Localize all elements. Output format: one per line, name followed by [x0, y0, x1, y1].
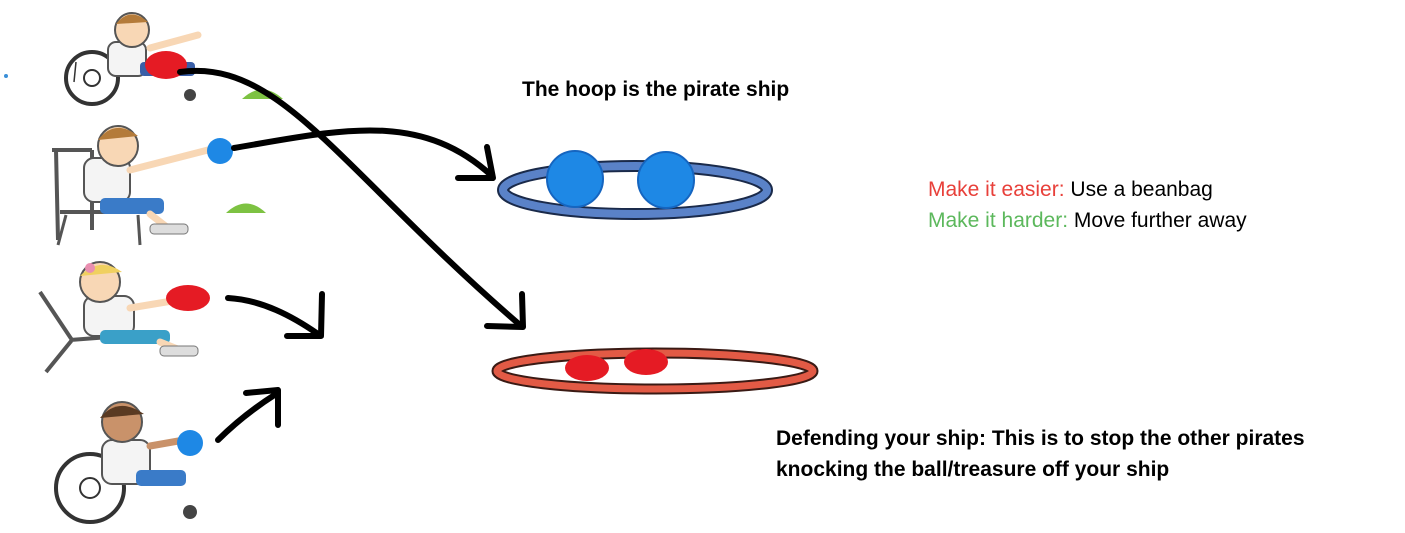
defending-description: Defending your ship: This is to stop the… — [776, 427, 1305, 481]
red-ball — [166, 285, 210, 311]
blue-ball — [207, 138, 233, 164]
arrow-red-ball-to-red-hoop — [177, 67, 523, 328]
red-ball — [145, 51, 187, 79]
easier-text: Use a beanbag — [1064, 178, 1213, 201]
easier-line: Make it easier: Use a beanbag — [928, 174, 1247, 205]
blue-hoop-pirate-ship — [497, 160, 773, 220]
child-wheelchair-red-ball — [64, 12, 202, 106]
arrowhead — [243, 387, 281, 428]
bullet-dot — [4, 74, 8, 78]
arrow-blue-ball-to-blue-hoop — [231, 127, 495, 179]
harder-line: Make it harder: Move further away — [928, 205, 1247, 236]
child-chair-red-ball — [38, 261, 199, 374]
easier-label: Make it easier: — [928, 178, 1065, 201]
blue-ball — [177, 430, 203, 456]
blue-ball — [637, 151, 695, 209]
blue-ball — [546, 150, 604, 208]
arrowhead — [455, 144, 496, 181]
arrow-red-ball-to-target — [225, 295, 321, 337]
harder-text: Move further away — [1068, 209, 1247, 232]
arrow-blue-ball-to-target — [215, 391, 279, 443]
arrowhead — [284, 291, 325, 339]
harder-label: Make it harder: — [928, 209, 1069, 232]
red-ball — [624, 349, 668, 375]
cone-marker — [226, 203, 266, 213]
child-chair-blue-ball — [52, 125, 212, 246]
red-ball — [565, 355, 609, 381]
arrowhead — [484, 291, 526, 330]
hoop-label: The hoop is the pirate ship — [522, 78, 790, 101]
child-wheelchair-blue-ball — [54, 401, 197, 524]
difficulty-tips: Make it easier: Use a beanbag Make it ha… — [928, 174, 1247, 236]
